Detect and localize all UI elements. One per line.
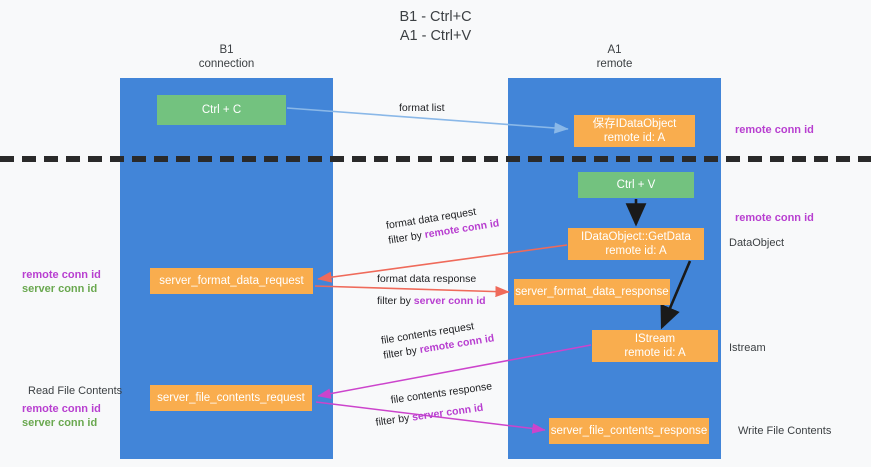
node-save-idataobject[interactable]: 保存IDataObject remote id: A (574, 115, 695, 147)
annotation-left-remote-conn-id: remote conn id (22, 269, 101, 281)
node-server-file-contents-response-label: server_file_contents_response (550, 425, 708, 437)
title-line-1: B1 - Ctrl+C (399, 9, 472, 25)
fcresp-prefix: filter by (374, 411, 414, 429)
annotation-left-remote-conn-id-2: remote conn id (22, 403, 101, 415)
fdresp-key: server conn id (413, 295, 486, 307)
node-getdata-line1: IDataObject::GetData (581, 231, 691, 243)
annotation-right-istream: Istream (729, 342, 766, 354)
node-idataobject-getdata[interactable]: IDataObject::GetData remote id: A (568, 228, 704, 260)
arrow-format-list (286, 107, 569, 134)
page-title: B1 - Ctrl+C A1 - Ctrl+V (0, 8, 871, 46)
node-server-file-contents-response[interactable]: server_file_contents_response (549, 418, 709, 444)
column-a1-sub: remote (596, 57, 633, 70)
arrow-getdata-to-istream (660, 260, 692, 330)
annotation-left-server-conn-id-2: server conn id (22, 417, 98, 429)
node-server-format-data-request[interactable]: server_format_data_request (150, 268, 313, 294)
edge-label-format-list-line1: format list (399, 102, 445, 114)
node-istream-line2: remote id: A (624, 347, 686, 359)
node-server-file-contents-request-label: server_file_contents_request (157, 392, 305, 404)
arrow-file-contents-response (315, 401, 546, 434)
annotation-right-remote-conn-id-top: remote conn id (735, 124, 814, 136)
node-istream-line1: IStream (634, 333, 676, 345)
column-header-b1: B1 connection (150, 44, 303, 71)
node-server-format-data-response[interactable]: server_format_data_response (514, 279, 670, 305)
column-b1-sub: connection (198, 57, 255, 70)
section-divider (0, 156, 871, 162)
annotation-left-read-file-contents: Read File Contents (28, 385, 123, 397)
annotation-left-server-conn-id: server conn id (22, 283, 98, 295)
column-a1-name: A1 (607, 44, 622, 56)
arrow-format-data-response (314, 285, 510, 298)
annotation-left-conn-ids: remote conn id server conn id (22, 268, 101, 296)
node-server-format-data-response-label: server_format_data_response (515, 286, 669, 298)
node-ctrl-c-label: Ctrl + C (201, 104, 242, 116)
node-server-file-contents-request[interactable]: server_file_contents_request (150, 385, 312, 411)
node-server-format-data-request-label: server_format_data_request (159, 275, 304, 287)
node-istream[interactable]: IStream remote id: A (592, 330, 718, 362)
column-b1-name: B1 (219, 44, 234, 56)
edge-label-format-data-response-line2: filter by server conn id (377, 294, 486, 309)
node-ctrl-v[interactable]: Ctrl + V (578, 172, 694, 198)
annotation-right-write-file-contents: Write File Contents (738, 425, 832, 437)
node-save-idataobject-line2: remote id: A (603, 132, 666, 144)
arrow-file-contents-request (317, 344, 592, 399)
annotation-right-remote-conn-id-mid: remote conn id (735, 212, 814, 224)
edge-label-format-list: format list (399, 101, 445, 116)
node-ctrl-v-label: Ctrl + V (616, 179, 656, 191)
title-line-2: A1 - Ctrl+V (399, 28, 472, 44)
annotation-right-dataobject: DataObject (729, 237, 785, 249)
edge-label-format-data-response-line1: format data response (377, 273, 477, 285)
column-header-a1: A1 remote (538, 44, 691, 71)
node-save-idataobject-line1: 保存IDataObject (592, 118, 677, 130)
edge-label-format-data-response: format data response filter by server co… (377, 272, 486, 309)
node-ctrl-c[interactable]: Ctrl + C (157, 95, 286, 125)
node-getdata-line2: remote id: A (605, 245, 667, 257)
arrow-format-data-request (317, 244, 568, 283)
fdresp-prefix: filter by (377, 295, 414, 307)
annotation-left-conn-ids-2: remote conn id server conn id (22, 402, 101, 430)
